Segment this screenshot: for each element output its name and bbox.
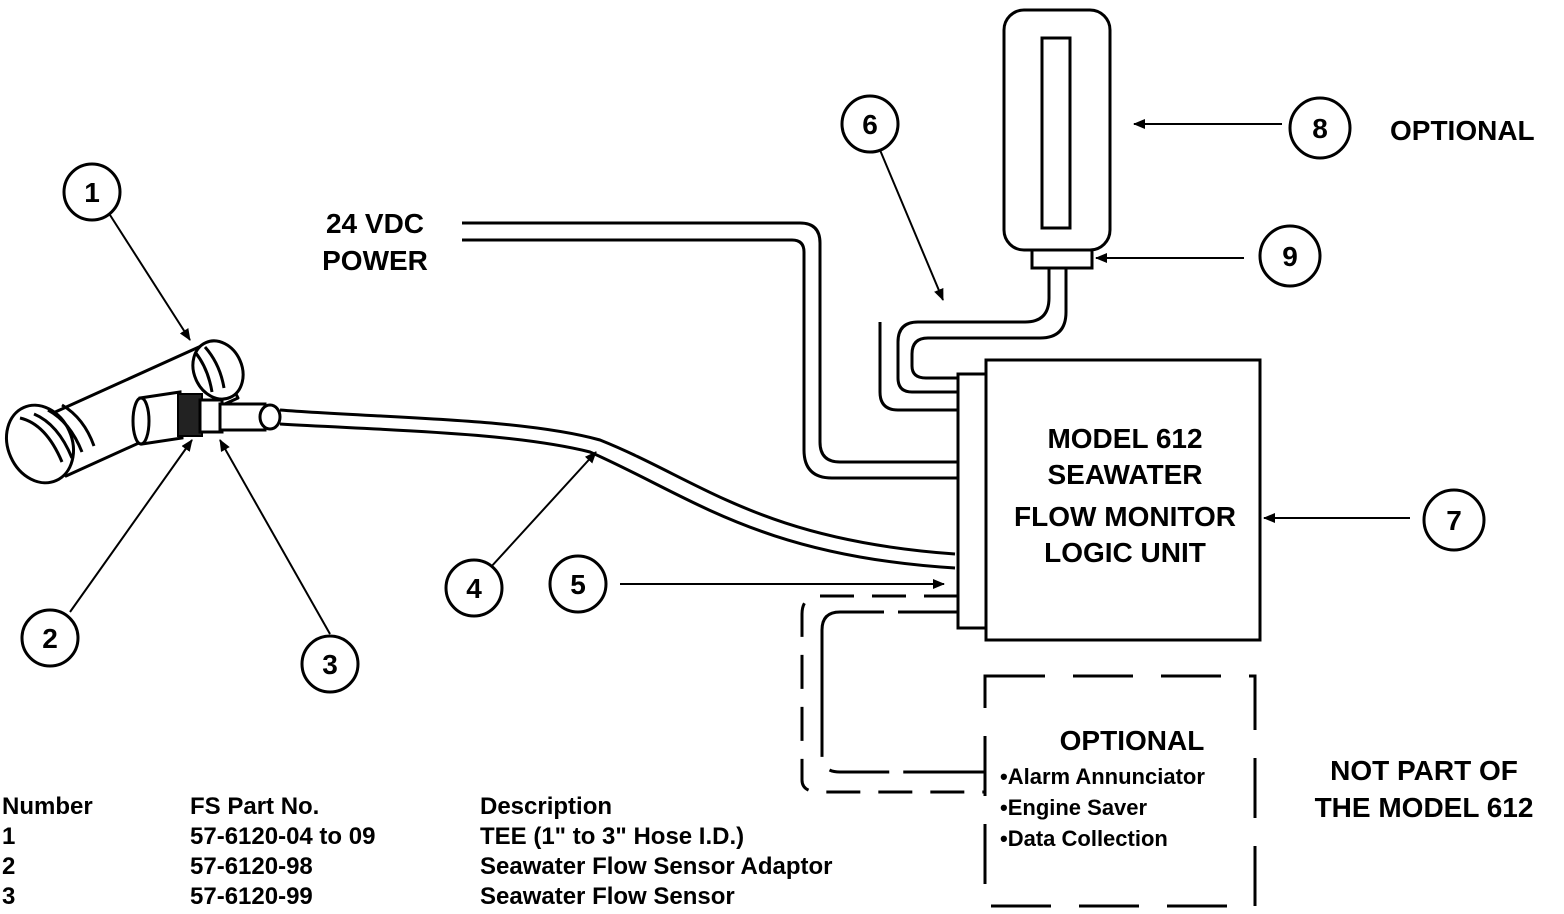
not-part-label-line1: NOT PART OF <box>1330 755 1518 786</box>
row-3-part-no: 57-6120-99 <box>190 883 313 910</box>
svg-text:4: 4 <box>466 573 482 604</box>
callout-4: 4 <box>444 558 504 618</box>
row-1-part-no: 57-6120-04 to 09 <box>190 823 376 850</box>
power-label-line2: POWER <box>322 245 428 276</box>
unit-label-line1: MODEL 612 <box>1047 423 1202 454</box>
optional-output-cable <box>800 594 985 794</box>
not-part-label-line2: THE MODEL 612 <box>1315 792 1534 823</box>
row-3-number: 3 <box>2 883 16 910</box>
row-3-description: Seawater Flow Sensor <box>480 883 735 910</box>
callout-8: 8 <box>1288 96 1352 160</box>
power-cable <box>462 221 958 480</box>
indicator-cable <box>878 268 1068 412</box>
remote-indicator <box>1002 8 1112 270</box>
optional-box-title: OPTIONAL <box>1060 725 1205 756</box>
callout-3: 3 <box>300 634 360 694</box>
row-1-description: TEE (1" to 3" Hose I.D.) <box>480 823 745 850</box>
svg-text:3: 3 <box>322 649 338 680</box>
leader-lines <box>69 119 1410 635</box>
callout-6: 6 <box>840 94 900 154</box>
logic-unit <box>956 358 1262 642</box>
flow-sensor-assembly <box>131 390 282 446</box>
svg-text:9: 9 <box>1282 241 1298 272</box>
optional-top-label: OPTIONAL <box>1390 115 1535 146</box>
header-description: Description <box>480 793 613 820</box>
callouts: 1 2 3 4 5 6 7 8 <box>20 94 1486 694</box>
header-number: Number <box>2 793 93 820</box>
unit-label-line2: SEAWATER <box>1047 459 1202 490</box>
svg-text:6: 6 <box>862 109 878 140</box>
optional-item-2: •Engine Saver <box>1000 795 1148 820</box>
header-part-no: FS Part No. <box>190 793 320 820</box>
sensor-cable <box>279 408 956 570</box>
svg-text:7: 7 <box>1446 505 1462 536</box>
optional-equipment-box <box>983 674 1257 908</box>
svg-text:1: 1 <box>84 177 100 208</box>
power-label-line1: 24 VDC <box>326 208 424 239</box>
callout-1: 1 <box>62 162 122 222</box>
parts-table-partno-column: FS Part No. 57-6120-04 to 09 57-6120-98 … <box>190 792 375 912</box>
callout-2: 2 <box>20 608 80 668</box>
callout-9: 9 <box>1258 224 1322 288</box>
optional-item-3: •Data Collection <box>1000 826 1168 851</box>
row-2-number: 2 <box>2 853 16 880</box>
row-1-number: 1 <box>2 823 16 850</box>
svg-text:2: 2 <box>42 623 58 654</box>
svg-text:8: 8 <box>1312 113 1328 144</box>
unit-label-line4: LOGIC UNIT <box>1044 537 1206 568</box>
svg-text:5: 5 <box>570 569 586 600</box>
callout-7: 7 <box>1422 488 1486 552</box>
row-2-part-no: 57-6120-98 <box>190 853 313 880</box>
unit-label-line3: FLOW MONITOR <box>1014 501 1236 532</box>
callout-5: 5 <box>548 554 608 614</box>
parts-table-description-column: Description TEE (1" to 3" Hose I.D.) Sea… <box>480 792 833 912</box>
row-2-description: Seawater Flow Sensor Adaptor <box>480 853 833 880</box>
optional-item-1: •Alarm Annunciator <box>1000 764 1205 789</box>
parts-table-number-column: Number 1 2 3 <box>2 792 93 912</box>
